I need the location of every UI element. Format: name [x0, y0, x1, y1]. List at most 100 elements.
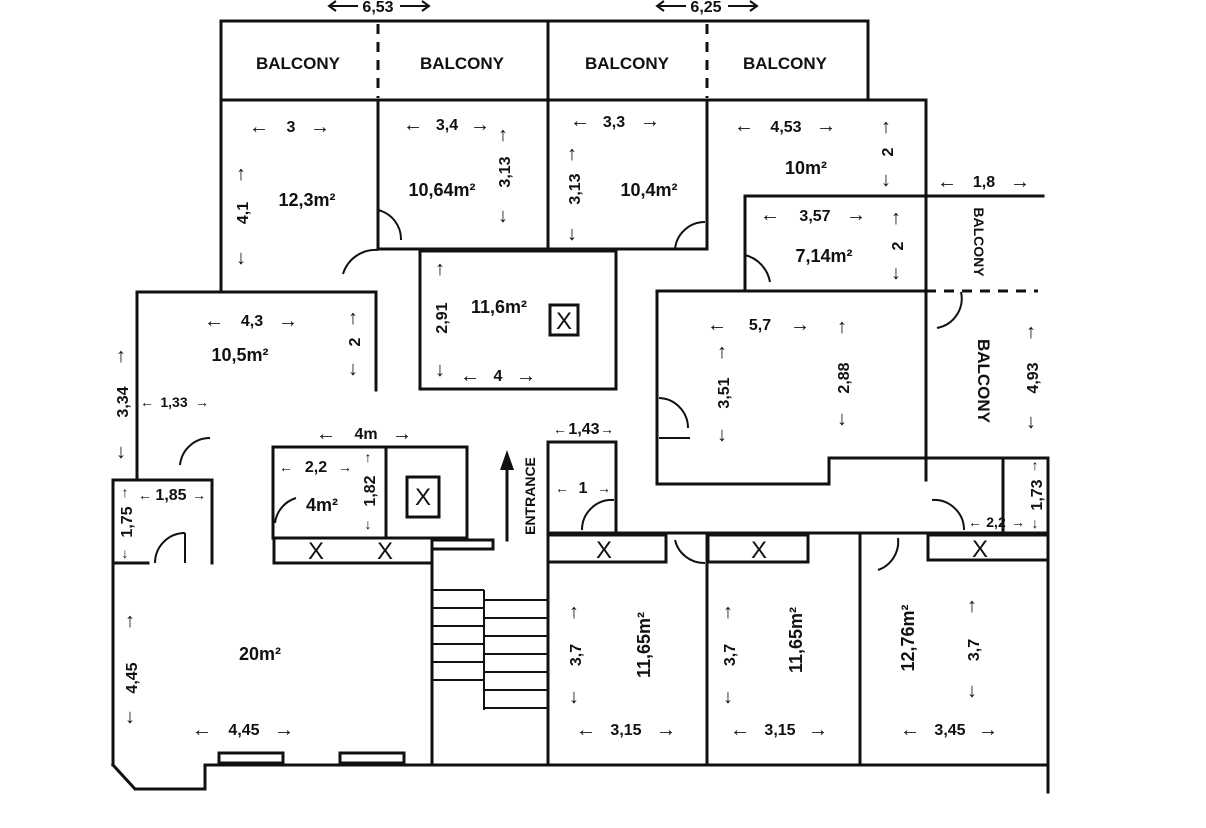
svg-text:↓: ↓	[567, 223, 577, 245]
room-4: 10m² ← 4,53 → 2 ↑ ↓ ← 1,8 →	[734, 115, 1030, 193]
svg-text:↓: ↓	[125, 706, 135, 728]
room-width: 3,3	[603, 114, 625, 131]
svg-text:↑: ↑	[365, 449, 372, 465]
svg-text:→: →	[656, 719, 676, 741]
balcony-label: BALCONY	[420, 54, 505, 73]
balcony-strip: BALCONY BALCONY BALCONY BALCONY	[219, 19, 870, 102]
vent-mark: X	[415, 484, 431, 511]
room-height: 3,7	[722, 644, 739, 666]
svg-text:←: ←	[138, 487, 152, 503]
svg-text:↓: ↓	[122, 545, 129, 561]
svg-text:→: →	[597, 480, 611, 496]
vent-marks: X X X X X X X	[308, 303, 988, 565]
dimension-label: 6,53	[362, 0, 393, 16]
svg-text:←: ←	[316, 423, 336, 445]
svg-text:↑: ↑	[881, 116, 891, 138]
svg-text:←: ←	[403, 114, 423, 136]
room-width: 3,15	[764, 722, 795, 739]
room-area: 12,76m²	[898, 604, 918, 671]
svg-text:←: ←	[553, 421, 567, 437]
svg-text:←: ←	[730, 719, 750, 741]
room-17: 12,76m² 3,7 ↑ ↓ ← 3,45 →	[898, 595, 998, 741]
room-14: 20m² ← 4,45 → 4,45 ↑ ↓	[124, 610, 294, 741]
svg-text:→: →	[278, 310, 298, 332]
svg-text:←: ←	[576, 719, 596, 741]
room-2: 10,64m² ← 3,4 → 3,13 ↑ ↓	[403, 114, 514, 227]
svg-text:↑: ↑	[498, 124, 508, 146]
svg-text:↑: ↑	[348, 307, 358, 329]
svg-text:←: ←	[140, 394, 154, 410]
room-15: 11,65m² 3,7 ↑ ↓ ← 3,15 →	[568, 601, 676, 741]
svg-text:↓: ↓	[569, 686, 579, 708]
room-1: 12,3m² ← 3 → 4,1 ↑ ↓	[235, 116, 336, 269]
doors	[154, 209, 966, 571]
room-height: 3,7	[966, 639, 983, 661]
room-height: 3,13	[497, 156, 514, 187]
room-area: 4m²	[306, 495, 338, 515]
svg-text:→: →	[1010, 171, 1030, 193]
svg-text:↑: ↑	[236, 163, 246, 185]
svg-text:←: ←	[204, 310, 224, 332]
balcony-label: BALCONY	[971, 207, 987, 277]
svg-text:←: ←	[192, 719, 212, 741]
room-width: 4	[494, 368, 503, 385]
svg-text:←: ←	[900, 719, 920, 741]
cross-mark: X	[308, 538, 324, 565]
svg-text:↓: ↓	[881, 169, 891, 191]
svg-text:→: →	[1011, 514, 1025, 530]
svg-text:↓: ↓	[837, 408, 847, 430]
room-area: 11,65m²	[634, 612, 654, 678]
balcony-label: BALCONY	[743, 54, 828, 73]
svg-text:→: →	[808, 719, 828, 741]
wall-height: 3,34	[115, 386, 132, 417]
svg-text:↓: ↓	[348, 358, 358, 380]
room-height: 2,88	[836, 362, 853, 393]
room-height: 3,7	[568, 644, 585, 666]
room-area: 7,14m²	[795, 246, 852, 266]
room-area: 11,6m²	[471, 297, 527, 317]
room-area: 20m²	[239, 644, 281, 664]
svg-text:→: →	[790, 314, 810, 336]
side-balconies: BALCONY BALCONY	[971, 207, 993, 423]
balcony-label: BALCONY	[256, 54, 341, 73]
room-height: 3,51	[716, 377, 733, 408]
svg-text:↑: ↑	[891, 207, 901, 229]
room-area: 10m²	[785, 158, 827, 178]
balcony-label: BALCONY	[974, 339, 993, 424]
svg-text:↓: ↓	[891, 262, 901, 284]
room-9: 4,93 ↑ ↓	[1025, 321, 1042, 433]
svg-text:↑: ↑	[125, 610, 135, 632]
svg-text:↑: ↑	[567, 143, 577, 165]
entrance-label: ENTRANCE	[522, 457, 538, 535]
svg-text:↑: ↑	[1032, 457, 1039, 473]
svg-text:←: ←	[555, 480, 569, 496]
room-area: 11,65m²	[786, 607, 806, 673]
svg-text:→: →	[816, 115, 836, 137]
svg-text:←: ←	[570, 110, 590, 132]
wall-width: 1,33	[160, 394, 187, 410]
svg-text:→: →	[274, 719, 294, 741]
svg-text:↑: ↑	[1026, 321, 1036, 343]
svg-text:→: →	[338, 459, 352, 475]
cross-mark: X	[596, 537, 612, 564]
room-6: 11,6m² 2,91 ↑ ↓ ← 4 →	[434, 258, 536, 387]
vent-mark: X	[556, 308, 572, 335]
cross-mark: X	[377, 538, 393, 565]
svg-text:→: →	[192, 487, 206, 503]
window	[217, 751, 285, 765]
room-13: ← 1,85 → 1,75 ↑ ↓	[119, 484, 206, 561]
svg-text:↓: ↓	[723, 686, 733, 708]
svg-text:↓: ↓	[1032, 515, 1039, 531]
entrance-marker: ENTRANCE	[500, 450, 538, 542]
room-height: 4,45	[124, 662, 141, 693]
room-area: 10,4m²	[620, 180, 677, 200]
room-3: 10,4m² ← 3,3 → 3,13 ↑ ↓	[567, 110, 678, 245]
room-8: ← 5,7 → 3,51 ↑ ↓ 2,88 ↑ ↓	[707, 314, 853, 446]
svg-text:↑: ↑	[569, 601, 579, 623]
svg-text:↓: ↓	[1026, 411, 1036, 433]
svg-text:←: ←	[937, 171, 957, 193]
room-5: 7,14m² ← 3,57 → 2 ↑ ↓	[760, 204, 907, 284]
svg-text:↑: ↑	[122, 484, 129, 500]
room-width: 3,4	[436, 117, 458, 134]
room-height: 2	[890, 241, 907, 250]
